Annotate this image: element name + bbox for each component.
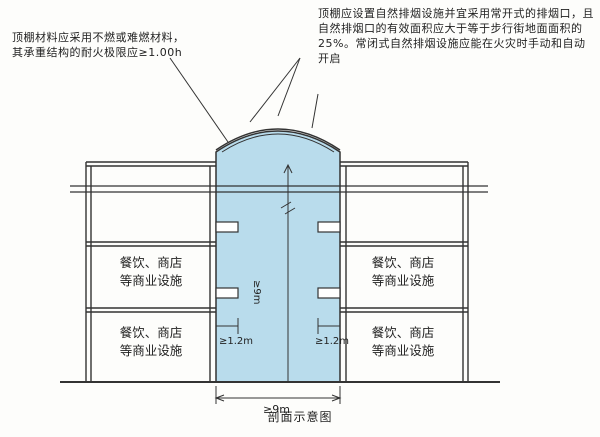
room-label-right-middle: 餐饮、商店 等商业设施 [348, 254, 458, 290]
room-label-left-middle: 餐饮、商店 等商业设施 [96, 254, 206, 290]
room-label-line: 等商业设施 [371, 343, 435, 358]
room-label-line: 等商业设施 [371, 273, 435, 288]
diagram-caption: 剖面示意图 [267, 410, 333, 424]
height-dimension-label: ≥9m [251, 280, 262, 305]
width-dimension-label: ≥9m [263, 403, 290, 416]
corridor-slabs [215, 221, 341, 299]
left-building [85, 161, 216, 382]
beam-lines [70, 185, 488, 193]
height-dimension [280, 163, 296, 382]
right-building [340, 161, 469, 382]
room-label-line: 餐饮、商店 [371, 325, 435, 340]
room-label-line: 等商业设施 [119, 273, 183, 288]
gap-left-label: ≥1.2m [219, 336, 254, 347]
room-label-line: 餐饮、商店 [371, 255, 435, 270]
roof-arch-inner [221, 133, 335, 153]
note-ceiling-material: 顶棚材料应采用不燃或难燃材料，其承重结构的耐火极限应≥1.00h [12, 31, 185, 59]
width-dimension [214, 386, 342, 404]
room-label-line: 等商业设施 [119, 343, 183, 358]
room-label-right-lower: 餐饮、商店 等商业设施 [348, 324, 458, 360]
roof-arch [215, 128, 341, 151]
room-label-line: 餐饮、商店 [119, 255, 183, 270]
gap-right-label: ≥1.2m [315, 336, 350, 347]
gap-dimensions [216, 318, 340, 334]
atrium-space [215, 130, 341, 383]
room-label-line: 餐饮、商店 [119, 325, 183, 340]
leader-lines [169, 57, 319, 143]
room-label-left-lower: 餐饮、商店 等商业设施 [96, 324, 206, 360]
note-smoke-exhaust: 顶棚应设置自然排烟设施并宜采用常开式的排烟口，且自然排烟口的有效面积应大于等于步… [318, 7, 594, 65]
